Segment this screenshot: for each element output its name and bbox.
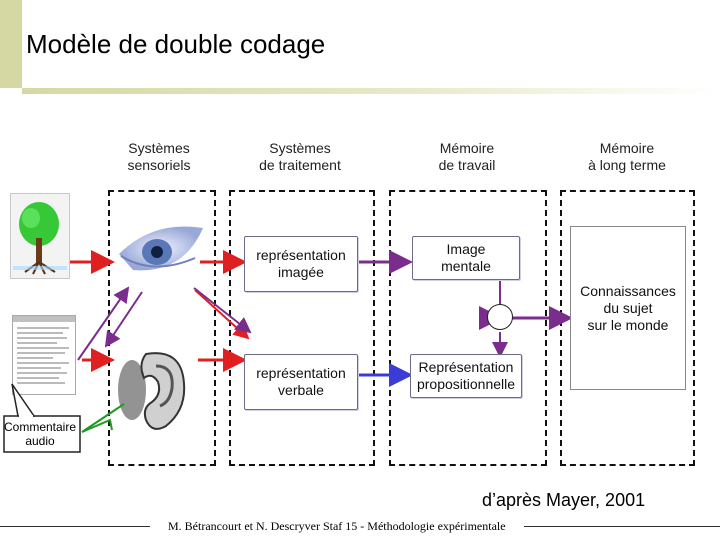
column-header-line: Mémoire (439, 140, 495, 156)
title-rule (22, 88, 720, 94)
callout-line: audio (25, 434, 55, 448)
column-header-working-memory: Mémoire de travail (402, 140, 532, 174)
sensory-systems-column (108, 190, 216, 466)
box-line: représentation (256, 247, 346, 263)
processing-systems-column (229, 190, 375, 466)
image-mentale-box: Image mentale (412, 236, 520, 280)
column-header-processing: Systèmes de traitement (235, 140, 365, 174)
box-line: représentation (256, 365, 346, 381)
arrow-eye-to-verbale (194, 289, 250, 340)
box-line: mentale (441, 258, 491, 274)
callout-label: Commentaire audio (0, 420, 80, 448)
box-line: Connaissances (580, 282, 676, 299)
box-line: propositionnelle (416, 376, 516, 392)
connaissances-box: Connaissances du sujet sur le monde (570, 226, 686, 390)
column-header-long-term-memory: Mémoire à long terme (562, 140, 692, 174)
box-line: du sujet (603, 299, 653, 316)
column-header-sensory: Systèmes sensoriels (94, 140, 224, 174)
column-header-line: Systèmes (128, 140, 190, 156)
integration-node (487, 304, 513, 330)
callout-line: Commentaire (3, 420, 77, 434)
tree-icon (10, 193, 70, 279)
arrow-doc-to-eye (77, 286, 130, 361)
box-line: verbale (278, 382, 324, 398)
slide-title: Modèle de double codage (26, 29, 326, 59)
green-audio-line (81, 418, 113, 433)
footer-text: M. Bétrancourt et N. Descryver Staf 15 -… (168, 519, 506, 533)
arrow-eye-to-ear (104, 291, 143, 348)
left-accent-bar (0, 0, 22, 88)
source-credit: d’après Mayer, 2001 (482, 490, 646, 510)
box-line: imagée (278, 264, 324, 280)
document-icon (12, 315, 76, 395)
callout-pointer (11, 383, 36, 417)
representation-imagee-box: représentation imagée (244, 236, 358, 292)
column-header-line: à long terme (588, 157, 666, 173)
column-header-line: Mémoire (599, 140, 655, 156)
box-line: Représentation (418, 359, 514, 375)
box-line: sur le monde (587, 316, 669, 333)
green-audio-link (81, 403, 125, 433)
representation-propositionnelle-box: Représentation propositionnelle (410, 354, 522, 398)
column-header-line: de travail (438, 157, 496, 173)
column-header-line: sensoriels (127, 157, 191, 173)
eye-icon (113, 214, 209, 280)
callout-box (3, 415, 81, 453)
box-line: Image (446, 241, 486, 257)
column-header-line: de traitement (259, 157, 341, 173)
representation-verbale-box: représentation verbale (244, 354, 358, 410)
ear-icon (112, 344, 208, 436)
footer-rule-left (0, 526, 150, 527)
column-header-line: Systèmes (269, 140, 331, 156)
arrow-eye-to-verbale-purple (193, 287, 252, 334)
footer-rule-right (524, 526, 720, 527)
